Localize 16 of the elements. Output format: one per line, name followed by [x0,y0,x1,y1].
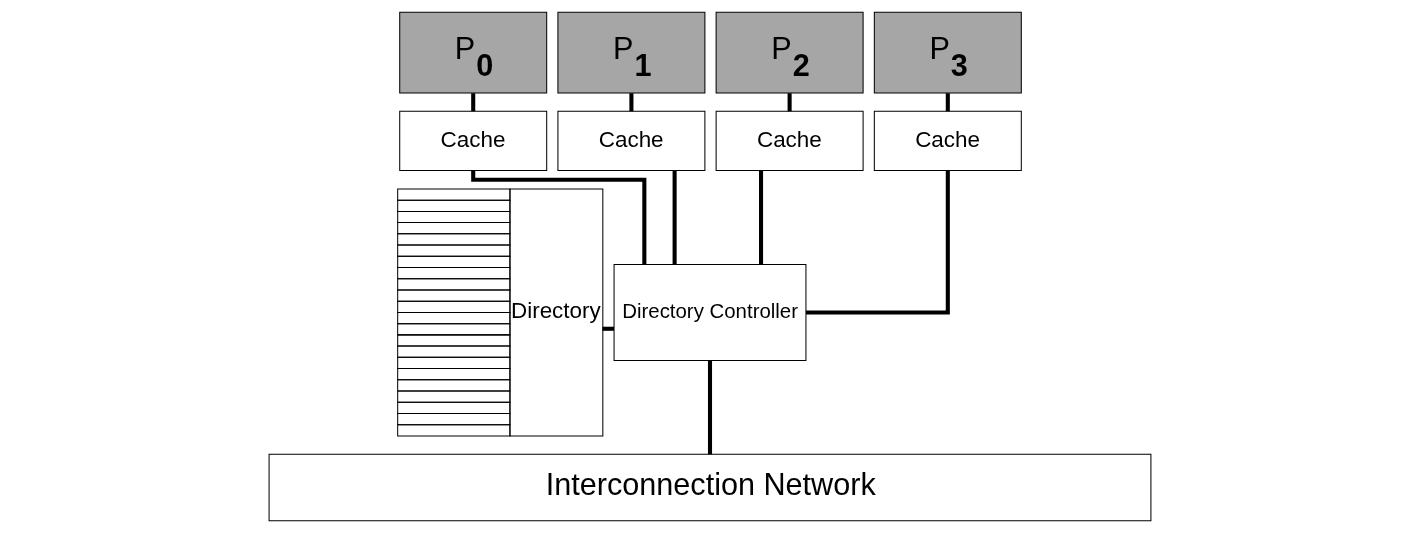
connector [759,170,764,265]
connector [629,93,634,112]
node-box: Cache [715,110,864,172]
node-box: Cache [873,110,1022,172]
node-box: Cache [557,110,706,172]
connector [602,326,614,331]
connector [672,170,677,265]
node-box: Directory Controller [613,263,807,361]
node-box: Cache [399,110,548,172]
connector [471,93,476,112]
connector [787,93,792,112]
connector [945,93,950,112]
connector [471,170,647,265]
connector [806,170,950,315]
node-box: Interconnection Network [268,453,1152,522]
connector [707,360,713,455]
